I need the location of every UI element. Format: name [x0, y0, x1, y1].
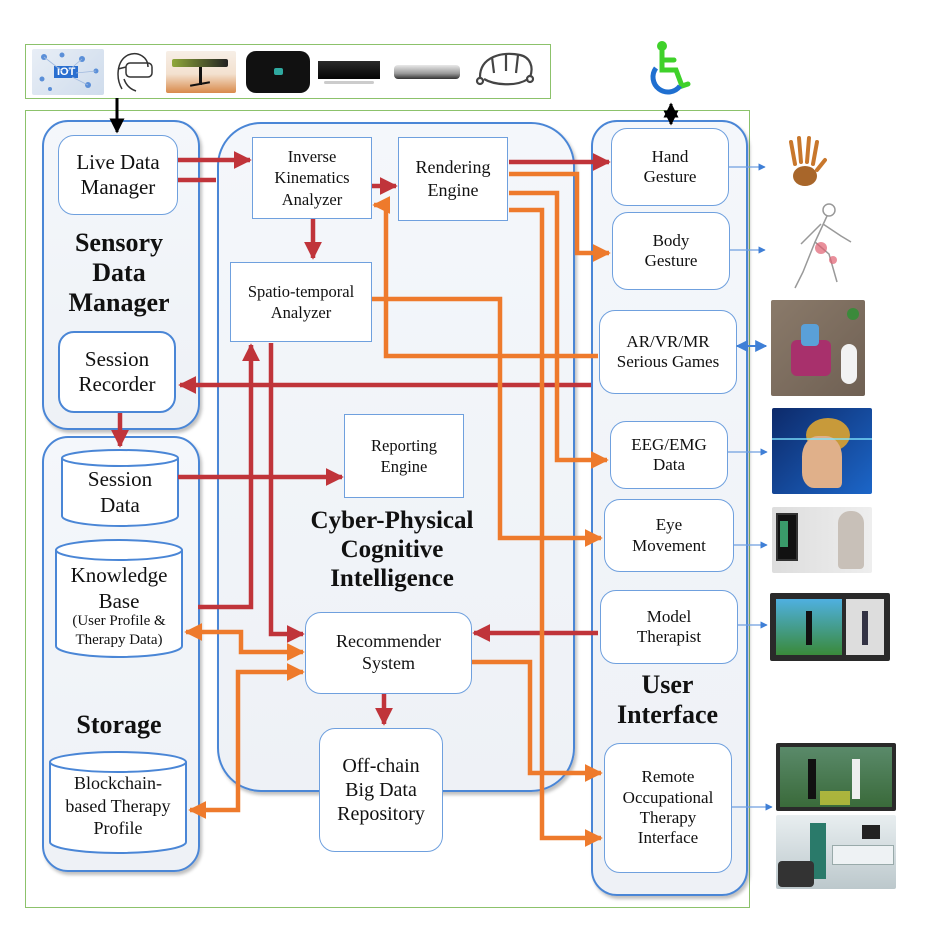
offchain-big-data-repository-box[interactable]: Off-chain Big Data Repository: [319, 728, 443, 852]
system-frame: [25, 110, 750, 908]
session-data-store[interactable]: Session Data: [60, 448, 180, 528]
session-data-label: Session Data: [87, 467, 153, 518]
eye-tracker-monitor-image: [772, 507, 872, 573]
running-body-anatomy-image: [794, 203, 852, 289]
hand-skeleton-image: [789, 136, 827, 186]
recommender-system-box[interactable]: Recommender System: [305, 612, 472, 694]
kinect-sensor-image: [318, 59, 380, 85]
knowledge-base-label: Knowledge Base: [70, 563, 168, 614]
hand-gesture-box[interactable]: Hand Gesture: [611, 128, 729, 206]
live-data-manager-box[interactable]: Live Data Manager: [58, 135, 178, 215]
storage-title: Storage: [76, 710, 162, 739]
iot-devices-image: IOT: [32, 49, 104, 95]
eeg-emg-data-box[interactable]: EEG/EMG Data: [610, 421, 728, 489]
depth-camera-image: [166, 51, 236, 93]
user-interface-title: User Interface: [616, 670, 719, 729]
spatio-temporal-analyzer-box[interactable]: Spatio-temporal Analyzer: [230, 262, 372, 342]
eeg-headset-icon: [472, 47, 538, 95]
knowledge-base-sublabel: (User Profile & Therapy Data): [72, 613, 166, 648]
device-strip: IOT: [25, 44, 551, 99]
therapist-avatar-game-image: [770, 593, 890, 661]
reporting-engine-box[interactable]: Reporting Engine: [344, 414, 464, 498]
session-recorder-box[interactable]: Session Recorder: [58, 331, 176, 413]
body-gesture-box[interactable]: Body Gesture: [612, 212, 730, 290]
rendering-engine-box[interactable]: Rendering Engine: [398, 137, 508, 221]
inverse-kinematics-analyzer-box[interactable]: Inverse Kinematics Analyzer: [252, 137, 372, 219]
ot-game-image: [776, 743, 896, 811]
smart-lab-image: [776, 815, 896, 889]
vr-patient-with-robot-image: [771, 300, 865, 396]
remote-occupational-therapy-interface-box[interactable]: Remote Occupational Therapy Interface: [604, 743, 732, 873]
knowledge-base-store[interactable]: Knowledge Base (User Profile & Therapy D…: [54, 538, 184, 660]
eye-movement-box[interactable]: Eye Movement: [604, 499, 734, 572]
blockchain-profile-label: Blockchain- based Therapy Profile: [65, 773, 171, 838]
vr-headset-icon: [110, 49, 156, 95]
cpci-title: Cyber-Physical Cognitive Intelligence: [310, 507, 474, 592]
leap-motion-image: [392, 61, 462, 83]
blockchain-therapy-profile-store[interactable]: Blockchain- based Therapy Profile: [48, 750, 188, 856]
model-therapist-box[interactable]: Model Therapist: [600, 590, 738, 664]
brain-waves-head-image: [772, 408, 872, 494]
wheelchair-user-icon: [650, 41, 691, 95]
sensor-puck-image: [246, 51, 310, 93]
ar-vr-mr-serious-games-box[interactable]: AR/VR/MR Serious Games: [599, 310, 737, 394]
sensory-data-manager-title: Sensory Data Manager: [68, 228, 170, 317]
